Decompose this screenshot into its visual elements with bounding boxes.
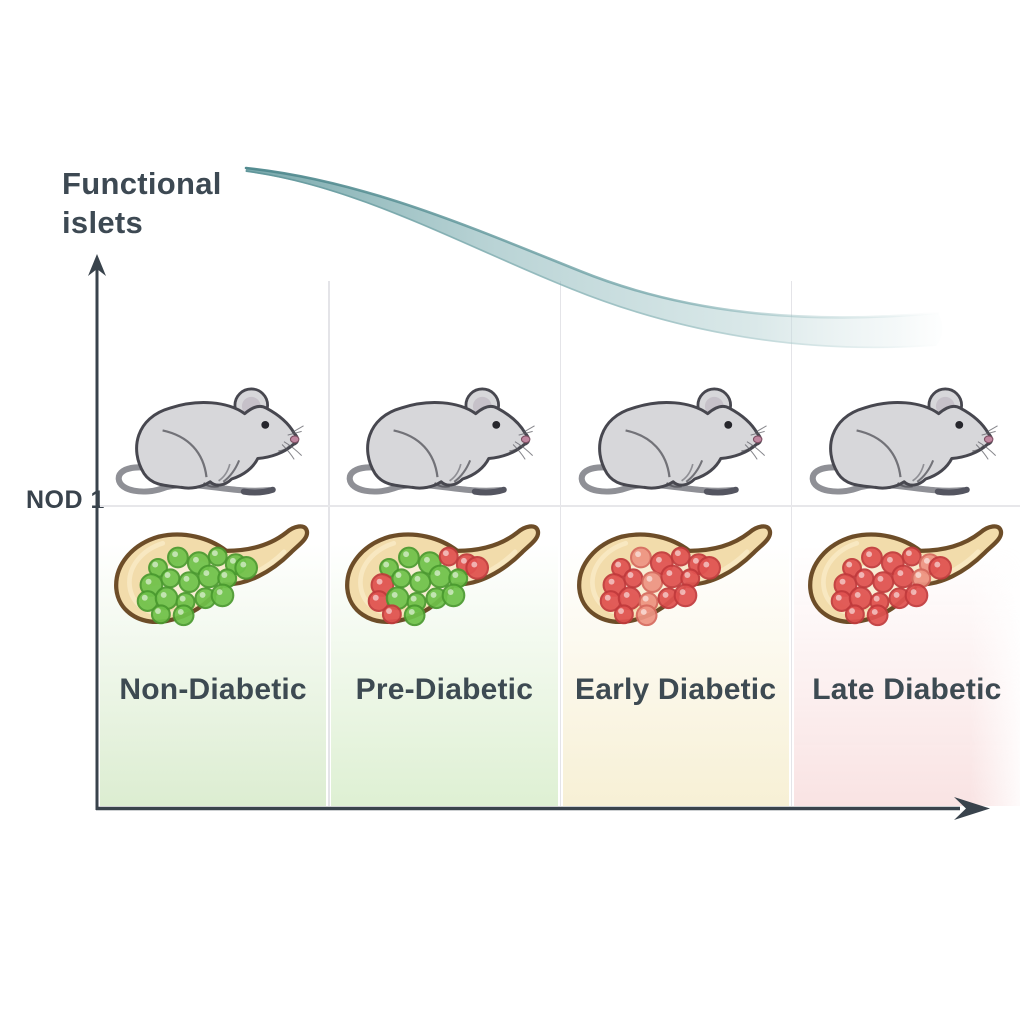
stage-label: Non-Diabetic xyxy=(119,673,307,706)
stage-column-pre-diabetic: Pre-Diabetic xyxy=(331,281,558,806)
stage-label: Pre-Diabetic xyxy=(355,673,534,706)
stage-column-non-diabetic: Non-Diabetic xyxy=(100,281,327,806)
nod-mouse-illustration xyxy=(573,367,779,507)
nod-mouse-illustration xyxy=(341,367,547,507)
stage-label: Late Diabetic xyxy=(812,673,1002,706)
islets xyxy=(136,546,259,627)
stage-columns: Non-Diabetic Pre-Diabetic Early Diabetic xyxy=(100,281,1020,806)
islets xyxy=(830,546,952,627)
stage-label: Early Diabetic xyxy=(575,673,777,706)
nod-mouse-illustration xyxy=(804,367,1010,507)
y-axis-title: Functional islets xyxy=(62,166,222,240)
row-divider xyxy=(100,505,1020,507)
column-divider xyxy=(328,281,330,806)
nod-mouse-illustration xyxy=(110,367,316,507)
islets xyxy=(599,546,721,627)
stage-column-late-diabetic: Late Diabetic xyxy=(793,281,1020,806)
pancreas-illustration xyxy=(567,511,785,627)
pancreas-illustration xyxy=(104,511,322,627)
stage-column-early-diabetic: Early Diabetic xyxy=(562,281,789,806)
y-axis-arrow-icon xyxy=(88,254,106,276)
pancreas-illustration xyxy=(335,511,553,627)
islets xyxy=(368,546,490,627)
column-divider xyxy=(790,281,793,806)
column-divider xyxy=(559,281,562,806)
pancreas-illustration xyxy=(798,511,1016,627)
mouse-strain-label: NOD 1 xyxy=(26,486,105,514)
